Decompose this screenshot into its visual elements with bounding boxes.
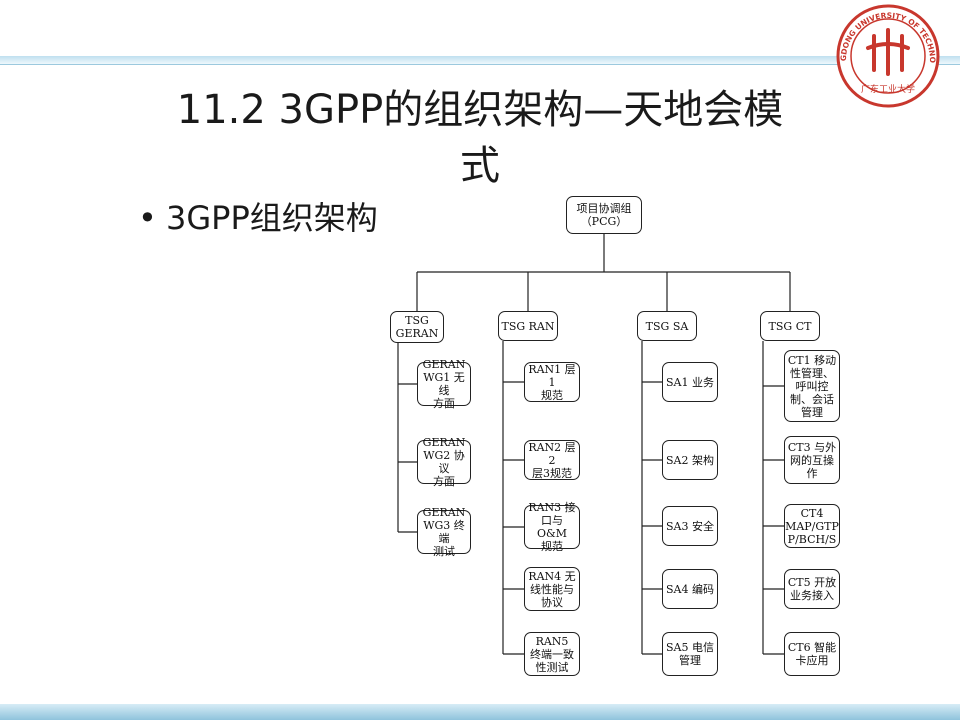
wg-ct-5: CT6 智能 卡应用 xyxy=(784,632,840,676)
wg-ct-1: CT1 移动 性管理、 呼叫控 制、会话 管理 xyxy=(784,350,840,422)
bullet-dot-icon: • xyxy=(138,199,157,237)
group-tsg-ran: TSG RAN xyxy=(498,311,558,341)
footer-band xyxy=(0,704,960,720)
group-tsg-ct: TSG CT xyxy=(760,311,820,341)
wg-sa-2: SA2 架构 xyxy=(662,440,718,480)
wg-ran-5: RAN5 终端一致 性测试 xyxy=(524,632,580,676)
slide-title-line1: 11.2 3GPP的组织架构—天地会模 xyxy=(176,87,784,133)
bullet-item: •3GPP组织架构 xyxy=(138,196,378,240)
wg-ran-3: RAN3 接 口与O&M 规范 xyxy=(524,501,580,553)
org-root-pcg: 项目协调组 （PCG） xyxy=(566,196,642,234)
logo-signature: 广东工业大学 xyxy=(861,83,915,95)
slide-title-line2: 式 xyxy=(460,143,500,189)
slide-title: 11.2 3GPP的组织架构—天地会模 式 xyxy=(120,82,840,194)
wg-geran-3: GERAN WG3 终端 测试 xyxy=(417,506,471,558)
group-tsg-sa: TSG SA xyxy=(637,311,697,341)
wg-geran-1: GERAN WG1 无线 方面 xyxy=(417,358,471,410)
header-band xyxy=(0,56,960,64)
wg-sa-1: SA1 业务 xyxy=(662,362,718,402)
group-tsg-geran: TSG GERAN xyxy=(390,311,444,343)
wg-ran-4: RAN4 无 线性能与 协议 xyxy=(524,567,580,611)
wg-ct-4: CT5 开放 业务接入 xyxy=(784,569,840,609)
header-divider xyxy=(0,64,960,65)
logo-emblem-icon xyxy=(866,28,910,76)
wg-sa-3: SA3 安全 xyxy=(662,506,718,546)
wg-ran-2: RAN2 层2 层3规范 xyxy=(524,440,580,480)
wg-sa-5: SA5 电信 管理 xyxy=(662,632,718,676)
wg-sa-4: SA4 编码 xyxy=(662,569,718,609)
wg-geran-2: GERAN WG2 协议 方面 xyxy=(417,436,471,488)
university-logo: GUANGDONG UNIVERSITY OF TECHNOLOGY 广东工业大… xyxy=(832,0,940,108)
bullet-text: 3GPP组织架构 xyxy=(166,199,378,237)
wg-ran-1: RAN1 层1 规范 xyxy=(524,362,580,402)
wg-ct-2: CT3 与外 网的互操 作 xyxy=(784,436,840,484)
wg-ct-3: CT4 MAP/GTP P/BCH/S xyxy=(784,504,840,548)
